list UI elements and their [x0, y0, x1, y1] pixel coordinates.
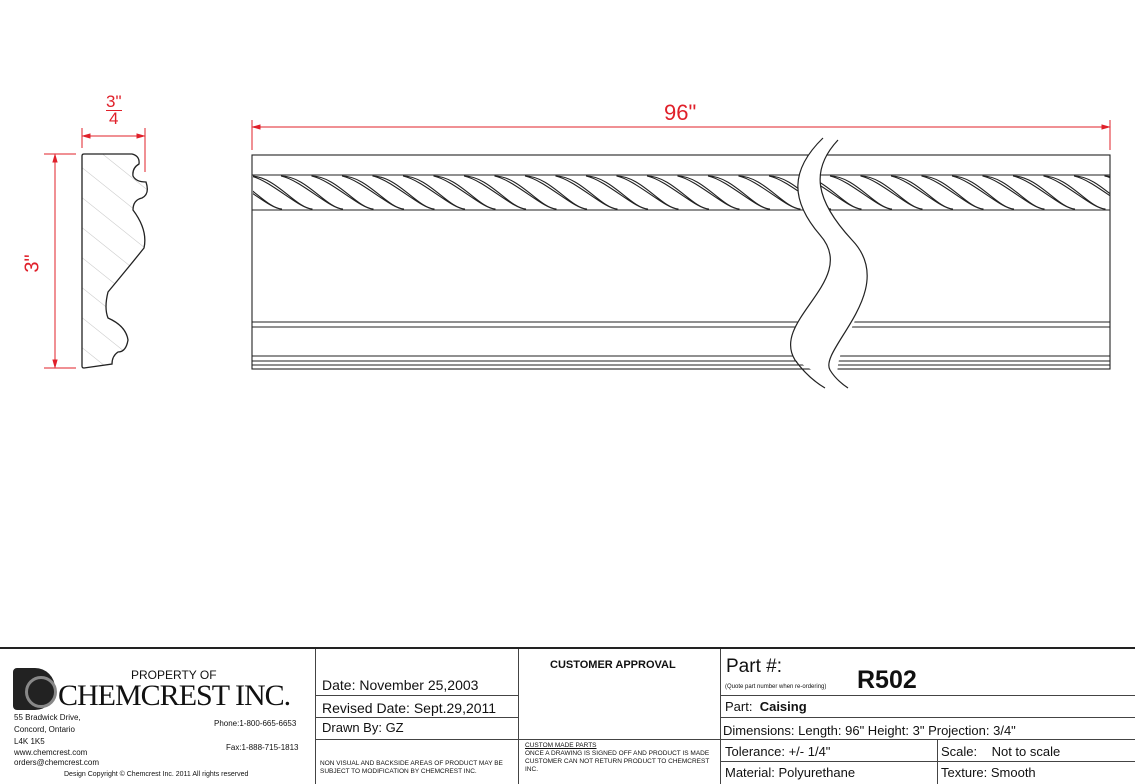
part-name-row: Part: Caising [725, 699, 807, 714]
length-label: 96" [664, 100, 696, 126]
rope-strand [861, 176, 923, 209]
rope-strand [1074, 176, 1135, 209]
phone: Phone:1-800-665-6653 [214, 719, 296, 728]
profile-width-label: 3" 4 [106, 94, 122, 127]
custom-parts-notice: CUSTOM MADE PARTS ONCE A DRAWING IS SIGN… [525, 742, 720, 774]
rope-strand [983, 176, 1045, 209]
rope-strand [403, 176, 465, 209]
rope-strand [556, 176, 618, 209]
rope-strand [495, 176, 557, 209]
title-block: PROPERTY OF CHEMCREST INC. 55 Bradwick D… [0, 647, 1135, 784]
customer-approval: CUSTOMER APPROVAL [550, 659, 676, 671]
rope-strand [678, 176, 740, 209]
rope-strand [281, 176, 343, 209]
rope-strand [434, 176, 496, 209]
material: Material: Polyurethane [725, 765, 855, 780]
profile-dimensions [44, 120, 1110, 368]
rope-strand [891, 176, 953, 209]
texture: Texture: Smooth [941, 765, 1036, 780]
rope-strand [342, 176, 404, 209]
rope-strand [586, 176, 648, 209]
fax: Fax:1-888-715-1813 [226, 743, 299, 752]
rope-strand [251, 176, 313, 209]
scale: Scale: Not to scale [941, 744, 1060, 759]
modification-notice: NON VISUAL AND BACKSIDE AREAS OF PRODUCT… [320, 760, 518, 776]
rope-strand [464, 176, 526, 209]
copyright: Design Copyright © Chemcrest Inc. 2011 A… [64, 771, 248, 778]
elevation-view [220, 155, 1135, 369]
address-line: L4K 1K5 [14, 737, 45, 746]
rope-strand [647, 176, 709, 209]
revised-date: Revised Date: Sept.29,2011 [322, 700, 496, 716]
rope-strand [708, 176, 770, 209]
part-number-label: Part #: [726, 656, 782, 678]
date: Date: November 25,2003 [322, 677, 478, 693]
profile-height-label: 3" [22, 254, 45, 272]
part-number: R502 [857, 666, 917, 695]
rope-strand [312, 176, 374, 209]
address-line: 55 Bradwick Drive, [14, 713, 81, 722]
drawn-by: Drawn By: GZ [322, 720, 404, 735]
rope-strand [525, 176, 587, 209]
rope-strand [220, 176, 282, 209]
company-logo-icon [13, 668, 55, 710]
address-line: Concord, Ontario [14, 725, 75, 734]
rope-strand [617, 176, 679, 209]
rope-strand [922, 176, 984, 209]
rope-strand [739, 176, 801, 209]
rope-strand [1044, 176, 1106, 209]
dimensions: Dimensions: Length: 96" Height: 3" Proje… [723, 723, 1016, 738]
technical-drawing [0, 0, 1135, 645]
email: orders@chemcrest.com [14, 758, 99, 767]
company-name: CHEMCREST INC. [58, 679, 290, 713]
rope-strand [1013, 176, 1075, 209]
rope-strand [830, 176, 892, 209]
website: www.chemcrest.com [14, 748, 87, 757]
rope-strand [952, 176, 1014, 209]
part-number-note: (Quote part number when re-ordering) [725, 684, 826, 690]
tolerance: Tolerance: +/- 1/4" [725, 744, 830, 759]
rope-strand [373, 176, 435, 209]
